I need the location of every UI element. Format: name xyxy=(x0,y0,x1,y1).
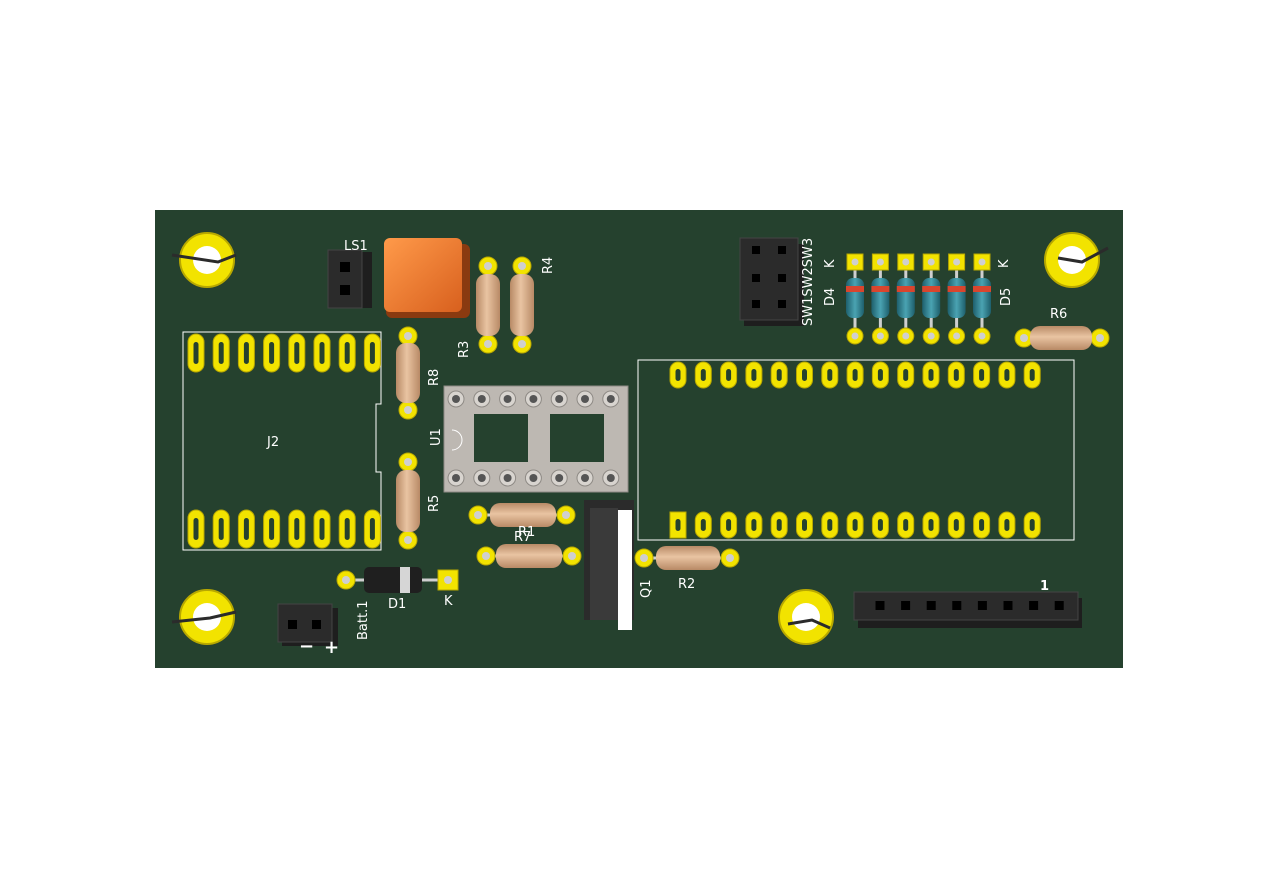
ls1-connector xyxy=(327,249,372,309)
ls1-label: LS1 xyxy=(344,239,368,254)
diode-body xyxy=(846,278,864,318)
d4-label: D4 xyxy=(823,288,838,306)
pin-header-8 xyxy=(853,591,1082,628)
resistor-r1 xyxy=(468,503,576,527)
r8-label: R8 xyxy=(427,369,442,386)
resistor-r5 xyxy=(396,452,420,550)
diode-array xyxy=(846,253,991,345)
header-pin xyxy=(875,601,885,610)
d5-k-label: K xyxy=(997,259,1012,268)
d5-label: D5 xyxy=(999,288,1014,306)
u1-pins xyxy=(447,390,620,487)
diode-d1 xyxy=(336,567,459,593)
r6-label: R6 xyxy=(1050,307,1067,322)
r5-label: R5 xyxy=(427,495,442,512)
q1-transistor xyxy=(584,500,634,630)
battery-connector xyxy=(277,603,338,646)
header-pin xyxy=(952,601,962,610)
r4-label: R4 xyxy=(541,257,556,274)
diode-body xyxy=(871,278,890,318)
battery-minus-label: − xyxy=(299,636,314,657)
battery-label: Batt.1 xyxy=(356,601,371,640)
resistor-r8 xyxy=(396,326,420,420)
j2-label: J2 xyxy=(266,435,279,450)
diode-body xyxy=(896,278,915,318)
battery-plus-label: + xyxy=(324,637,339,658)
diode-body xyxy=(973,278,991,318)
resistor-r4 xyxy=(510,256,534,354)
r3-label: R3 xyxy=(457,341,472,358)
r2-label: R2 xyxy=(678,577,695,592)
mounting-hole-top-left xyxy=(171,232,237,288)
u1-label: U1 xyxy=(429,428,444,446)
mcu-module-outline xyxy=(637,359,1075,541)
diode-body xyxy=(922,278,941,318)
header-pin xyxy=(926,601,936,610)
sw-label: SW1SW2SW3 xyxy=(801,238,816,326)
switch-header xyxy=(739,237,804,326)
header-pin xyxy=(1003,601,1013,610)
header-pin xyxy=(977,601,987,610)
mcu-pads xyxy=(669,361,1041,539)
resistor-r3 xyxy=(476,256,500,354)
r7-label: R7 xyxy=(514,530,531,545)
diode-body xyxy=(947,278,966,318)
resistor-r7 xyxy=(476,544,582,568)
diode-k-label: K xyxy=(823,259,838,268)
d1-label: D1 xyxy=(388,597,406,612)
mounting-hole-bottom-left xyxy=(171,589,237,645)
buzzer-component xyxy=(384,238,470,318)
mounting-hole-top-right xyxy=(1044,232,1109,288)
resistor-r6 xyxy=(1014,326,1110,350)
d1-k-label: K xyxy=(444,594,453,609)
mounting-hole-bottom-right xyxy=(778,589,834,645)
pin1-label: 1 xyxy=(1040,579,1049,594)
j2-pads xyxy=(187,333,381,549)
j2-outline xyxy=(182,331,382,551)
header-pin xyxy=(901,601,911,610)
r1-label: R1 xyxy=(518,525,535,540)
resistor-r2 xyxy=(634,546,740,570)
header-pin xyxy=(1029,601,1039,610)
q1-label: Q1 xyxy=(639,579,654,598)
header-pin xyxy=(1054,601,1064,610)
